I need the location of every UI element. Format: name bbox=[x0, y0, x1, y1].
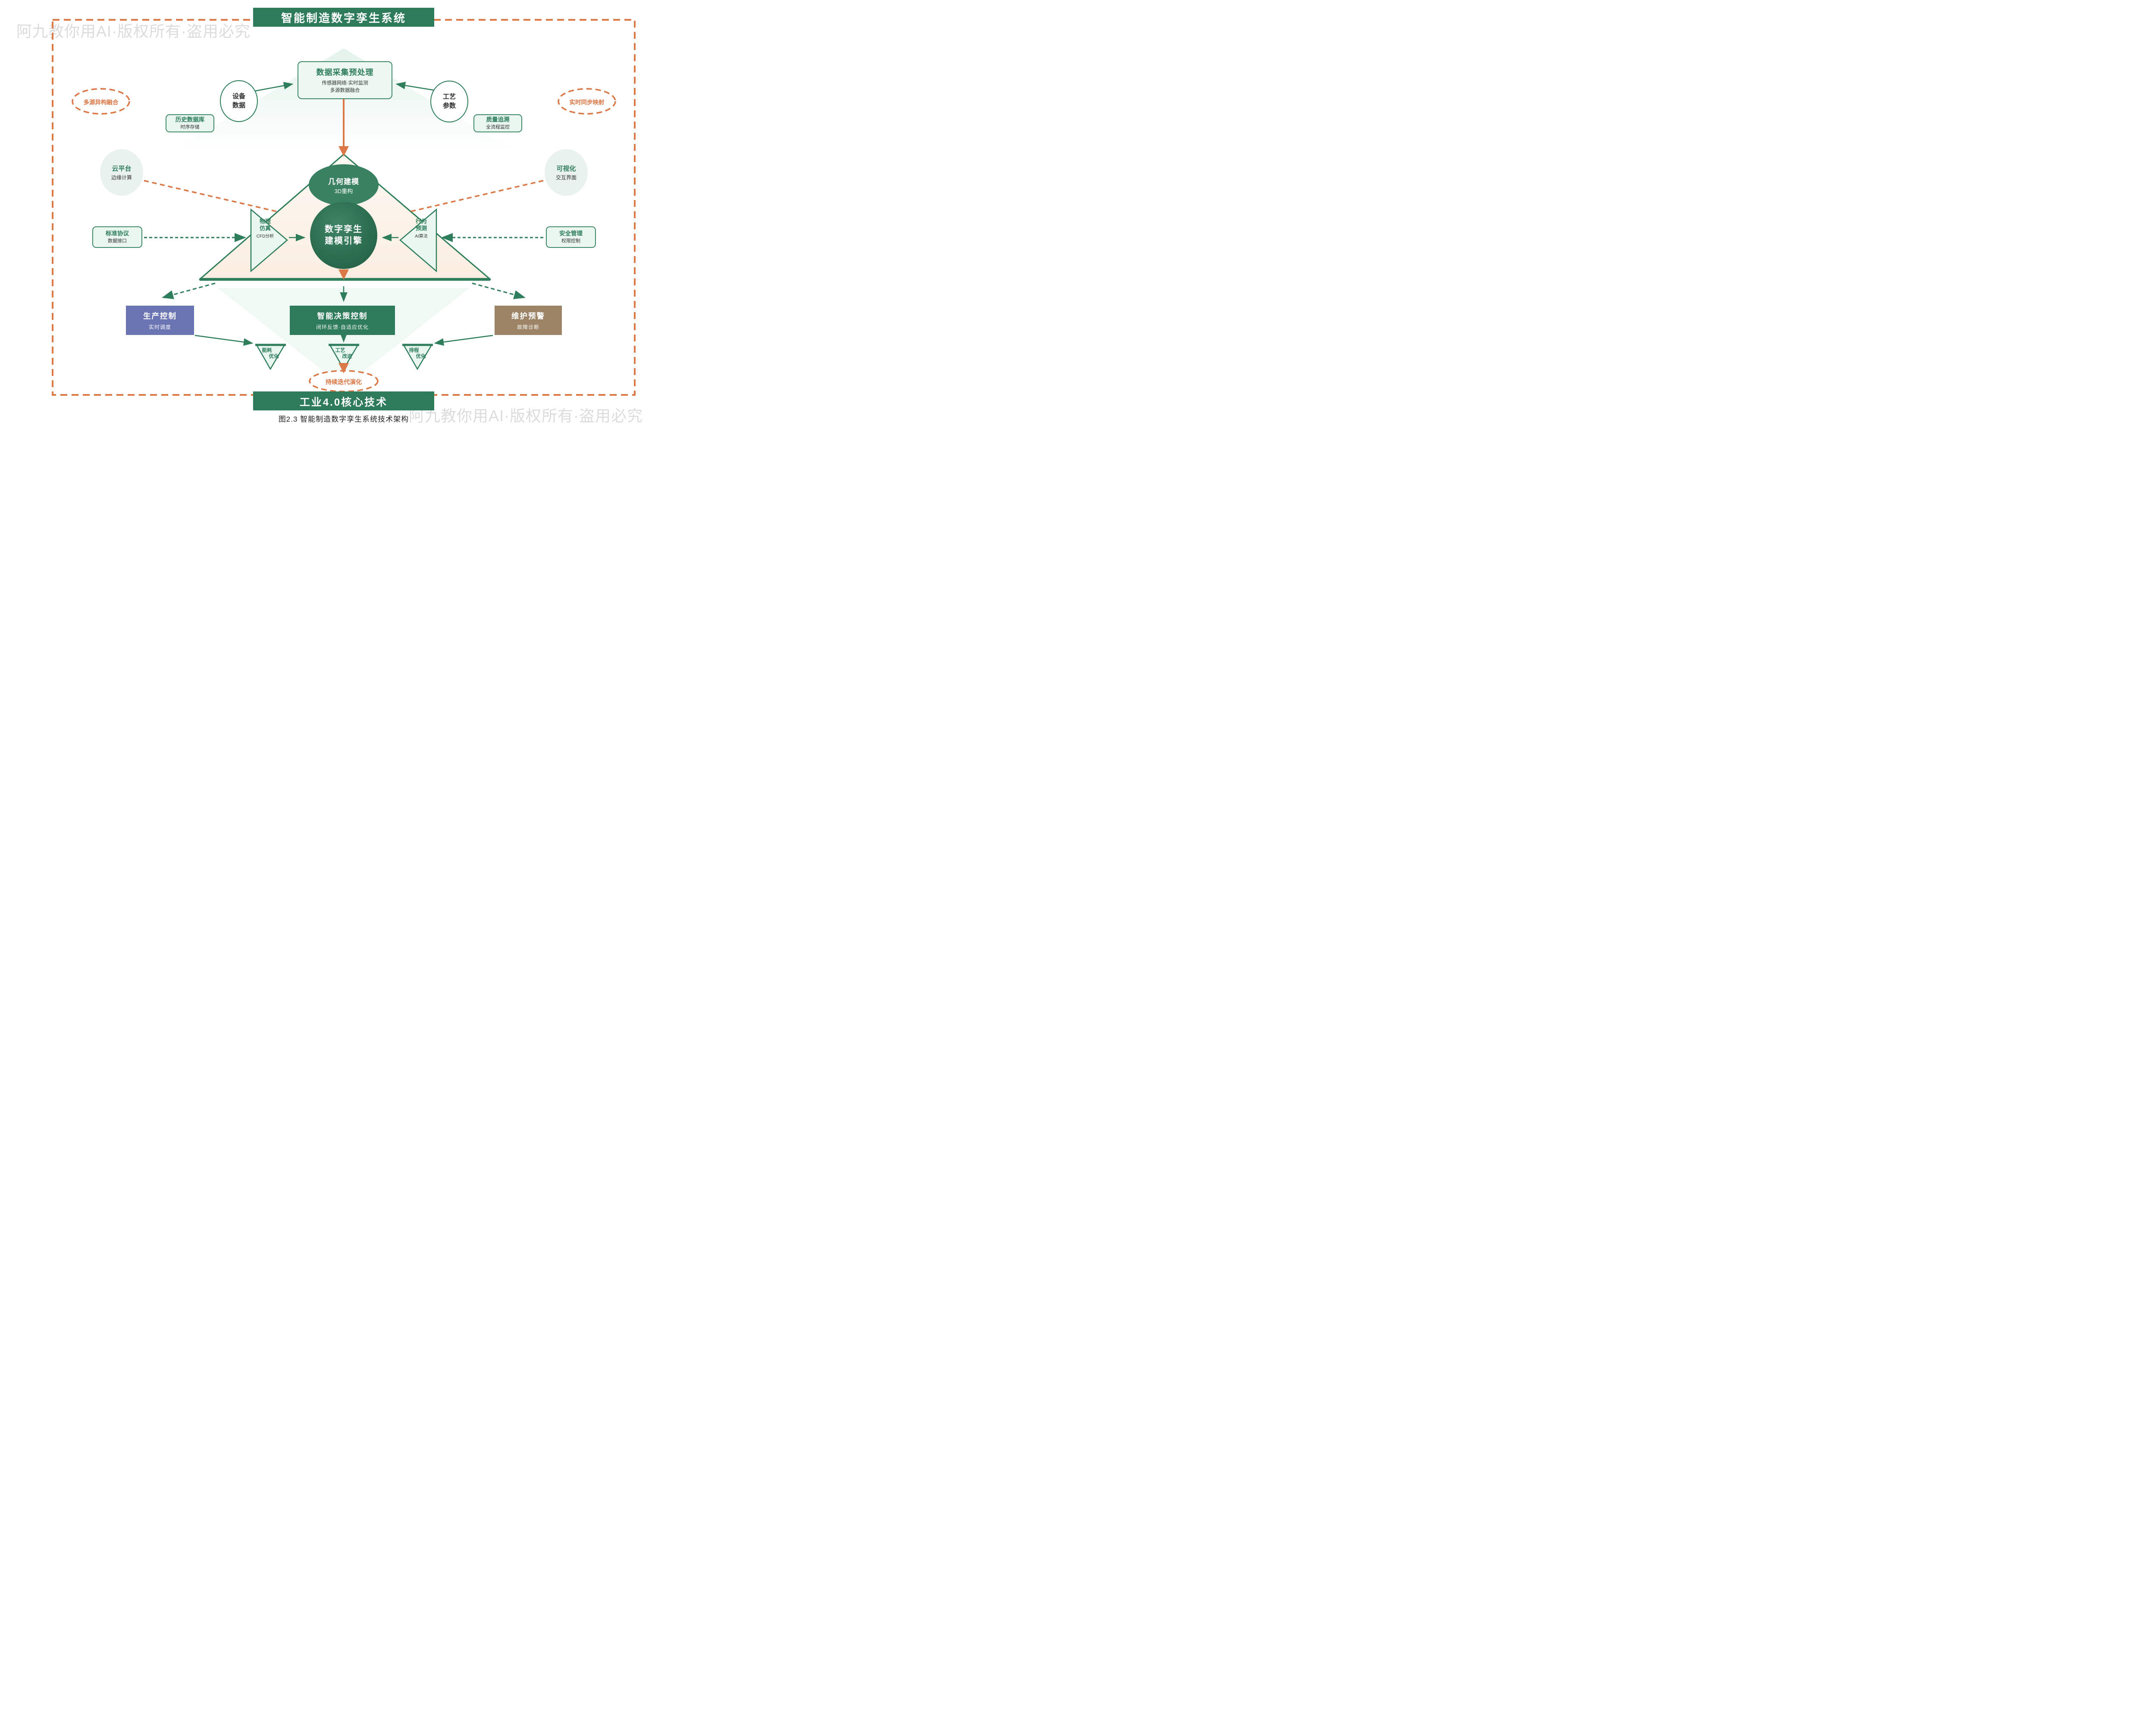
top-banner: 智能制造数字孪生系统 bbox=[253, 8, 434, 27]
production-control-subtitle: 实时调度 bbox=[148, 324, 171, 330]
multisource-fusion-label: 多源异构融合 bbox=[83, 99, 119, 106]
top-banner-label: 智能制造数字孪生系统 bbox=[281, 11, 406, 25]
bottom-banner: 工业4.0核心技术 bbox=[253, 391, 434, 410]
bottom-banner-label: 工业4.0核心技术 bbox=[299, 396, 388, 408]
protocol-subtitle: 数据接口 bbox=[108, 238, 127, 244]
security-subtitle: 权限控制 bbox=[561, 238, 580, 244]
history-db-title: 历史数据库 bbox=[175, 116, 205, 123]
figure-caption: 图2.3 智能制造数字孪生系统技术架构 bbox=[278, 415, 409, 423]
physics-sim-subtitle: CFD分析 bbox=[256, 234, 274, 239]
realtime-mapping-ellipse bbox=[558, 88, 616, 115]
pyramid-to-production-arrow bbox=[162, 282, 216, 299]
iteration-label: 持续迭代演化 bbox=[326, 379, 362, 385]
data-collection-line1: 传感器网络·实时监测 bbox=[322, 80, 368, 86]
watermark-bottom-right: 阿九教你用AI·版权所有·盗用必究 bbox=[409, 407, 643, 425]
watermark-top-left: 阿九教你用AI·版权所有·盗用必究 bbox=[16, 22, 251, 40]
data-collection-title: 数据采集预处理 bbox=[316, 68, 374, 77]
multisource-fusion-ellipse bbox=[72, 88, 130, 115]
behavior-predict-line1: 行为 bbox=[415, 218, 427, 225]
physics-triangle bbox=[250, 208, 288, 272]
quality-trace-subtitle: 全流程监控 bbox=[486, 124, 510, 130]
geometry-modeling-title: 几何建模 bbox=[328, 177, 359, 186]
physics-sim-line1: 物理 bbox=[259, 218, 271, 225]
cloud-dashed-link bbox=[144, 180, 280, 213]
maintenance-warning-subtitle: 故障诊断 bbox=[517, 324, 539, 330]
energy-opt-label: 能耗 优化 bbox=[257, 347, 283, 360]
twin-engine-line1: 数字孪生 bbox=[325, 225, 363, 234]
security-box: 安全管理 权限控制 bbox=[546, 226, 596, 248]
device-to-collection-arrow bbox=[252, 82, 294, 92]
decision-control-title: 智能决策控制 bbox=[317, 311, 368, 320]
protocol-box: 标准协议 数据接口 bbox=[92, 226, 142, 248]
history-db-box: 历史数据库 时序存储 bbox=[166, 114, 214, 132]
twin-engine-circle: 数字孪生 建模引擎 bbox=[310, 202, 377, 269]
maintenance-warning-title: 维护预警 bbox=[511, 311, 545, 320]
geometry-modeling-subtitle: 3D重构 bbox=[334, 188, 353, 194]
visual-dashed-link bbox=[407, 180, 544, 213]
visualization-title: 可视化 bbox=[556, 165, 576, 172]
data-collection-line2: 多源数据融合 bbox=[330, 88, 360, 93]
behavior-predict-subtitle: AI算法 bbox=[415, 234, 428, 239]
pyramid-to-maintenance-arrow bbox=[472, 282, 526, 299]
visualization-subtitle: 交互界面 bbox=[555, 175, 577, 181]
cloud-platform-circle: 云平台 边缘计算 bbox=[100, 149, 143, 196]
process-improve-label: 工艺 改进 bbox=[331, 347, 357, 360]
decision-control-subtitle: 闭环反馈·自适应优化 bbox=[316, 324, 369, 330]
process-param-line2: 参数 bbox=[442, 102, 456, 110]
geometry-modeling-ellipse: 几何建模 3D重构 bbox=[309, 164, 379, 206]
process-improve-line2: 改进 bbox=[342, 354, 352, 360]
cloud-platform-subtitle: 边缘计算 bbox=[111, 175, 132, 181]
twin-engine-line2: 建模引擎 bbox=[325, 236, 363, 246]
data-collection-box: 数据采集预处理 传感器网络·实时监测 多源数据融合 bbox=[298, 61, 392, 99]
energy-opt-line1: 能耗 bbox=[262, 348, 272, 353]
quality-trace-box: 质量追溯 全流程监控 bbox=[473, 114, 522, 132]
cloud-platform-title: 云平台 bbox=[112, 165, 132, 172]
production-control-box: 生产控制 实时调度 bbox=[126, 306, 194, 335]
behavior-triangle bbox=[399, 208, 437, 272]
history-db-subtitle: 时序存储 bbox=[180, 124, 200, 130]
physics-sim-line2: 仿真 bbox=[259, 225, 271, 232]
security-title: 安全管理 bbox=[559, 230, 583, 237]
visualization-circle: 可视化 交互界面 bbox=[545, 149, 588, 196]
process-param-circle: 工艺 参数 bbox=[430, 81, 468, 122]
device-data-line1: 设备 bbox=[232, 93, 245, 100]
device-data-circle: 设备 数据 bbox=[220, 80, 258, 122]
process-improve-line1: 工艺 bbox=[335, 348, 345, 353]
behavior-predict-label: 行为 预测 AI算法 bbox=[407, 218, 436, 239]
maintenance-warning-box: 维护预警 故障诊断 bbox=[495, 306, 562, 335]
schedule-opt-line1: 排程 bbox=[409, 348, 419, 353]
quality-trace-title: 质量追溯 bbox=[486, 116, 510, 123]
device-data-line2: 数据 bbox=[232, 101, 245, 109]
schedule-opt-line2: 优化 bbox=[416, 354, 426, 360]
production-control-title: 生产控制 bbox=[143, 311, 177, 320]
behavior-predict-line2: 预测 bbox=[415, 225, 427, 232]
production-to-energy-arrow bbox=[194, 335, 254, 346]
realtime-mapping-label: 实时同步映射 bbox=[569, 99, 605, 106]
digital-twin-architecture-diagram: 阿九教你用AI·版权所有·盗用必究 阿九教你用AI·版权所有·盗用必究 bbox=[0, 0, 677, 430]
maintenance-to-schedule-arrow bbox=[434, 335, 493, 346]
physics-sim-label: 物理 仿真 CFD分析 bbox=[251, 218, 279, 239]
energy-opt-line2: 优化 bbox=[269, 354, 279, 360]
schedule-opt-label: 排程 优化 bbox=[404, 347, 430, 360]
process-param-line1: 工艺 bbox=[442, 93, 456, 101]
decision-control-box: 智能决策控制 闭环反馈·自适应优化 bbox=[290, 306, 395, 335]
protocol-title: 标准协议 bbox=[106, 230, 129, 237]
